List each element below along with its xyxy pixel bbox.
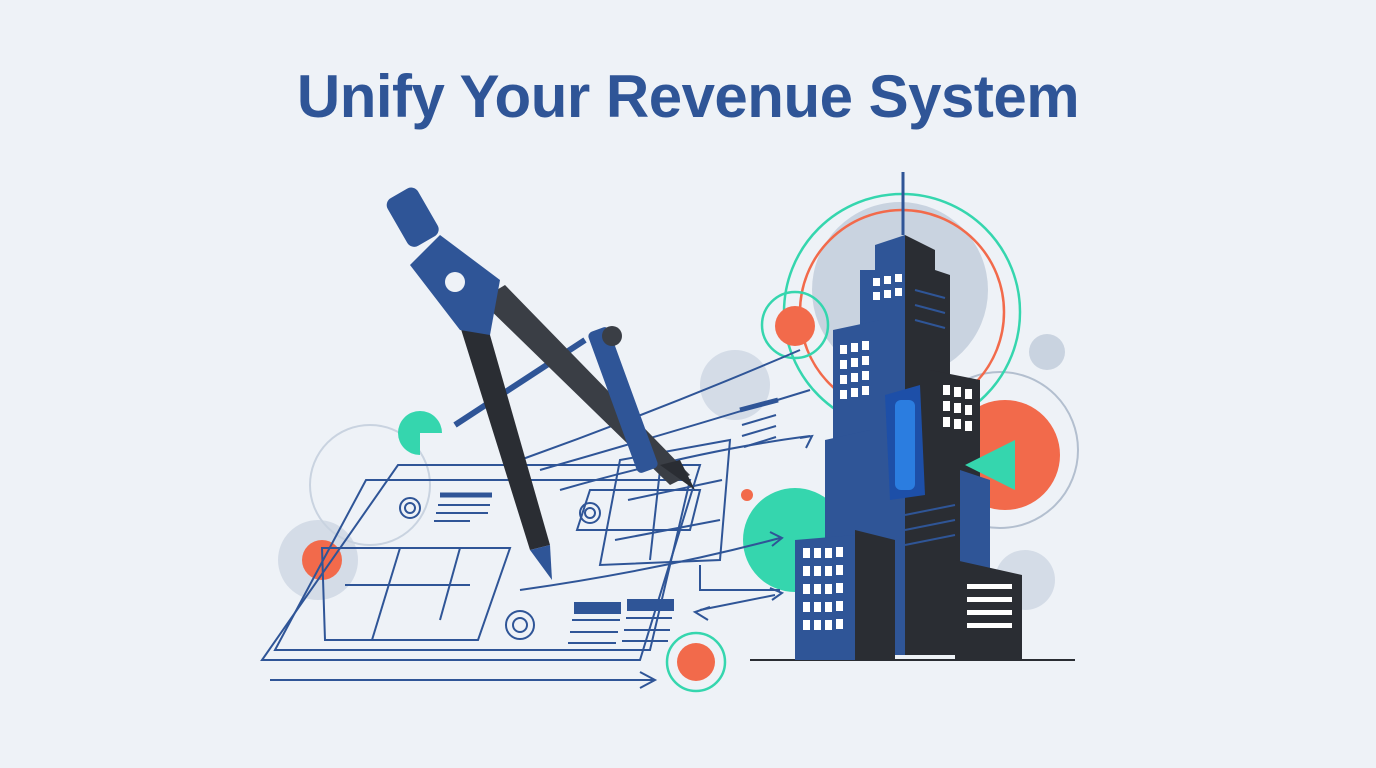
skyscraper	[795, 172, 1022, 660]
page-title: Unify Your Revenue System	[296, 63, 1080, 130]
gear-icon	[399, 497, 601, 640]
arrow-icon	[639, 434, 814, 689]
drafting-compass	[386, 187, 695, 580]
